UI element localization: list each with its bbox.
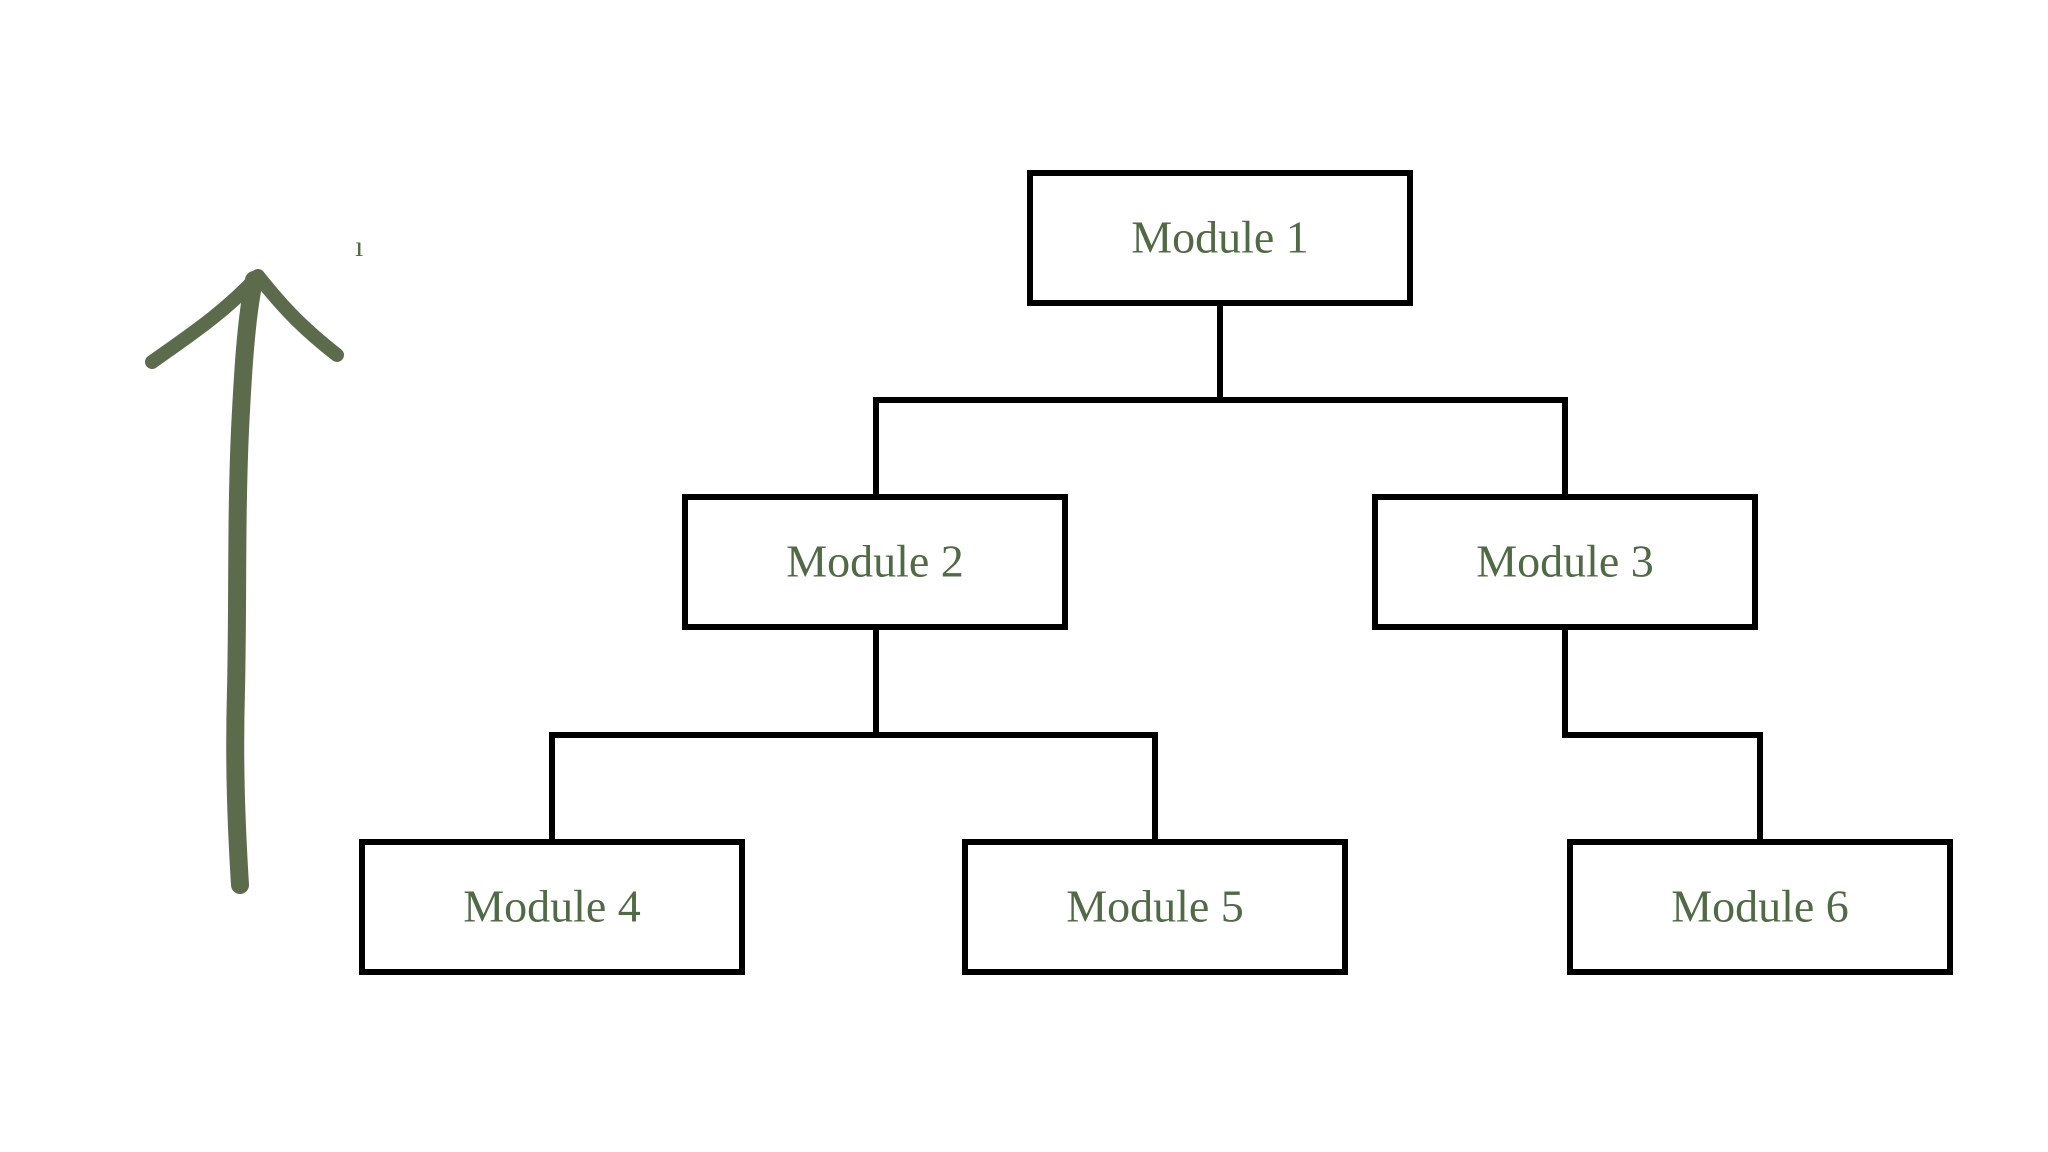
node-label: Module 5 [1066, 881, 1244, 932]
node-label: Module 6 [1671, 881, 1849, 932]
connector-m2-children [549, 624, 1158, 845]
node-label: Module 4 [463, 881, 641, 932]
node-module-4: Module 4 [359, 839, 745, 975]
node-label: Module 3 [1476, 536, 1654, 587]
node-label: Module 2 [786, 536, 964, 587]
node-module-3: Module 3 [1372, 494, 1758, 630]
connector-m3-children [1562, 624, 1763, 845]
connector-m1-children [873, 302, 1568, 500]
node-module-5: Module 5 [962, 839, 1348, 975]
node-module-2: Module 2 [682, 494, 1068, 630]
stray-mark: ı [355, 230, 363, 263]
node-module-6: Module 6 [1567, 839, 1953, 975]
arrow-up-icon [145, 269, 344, 894]
node-module-1: Module 1 [1027, 170, 1413, 306]
node-label: Module 1 [1131, 212, 1309, 263]
